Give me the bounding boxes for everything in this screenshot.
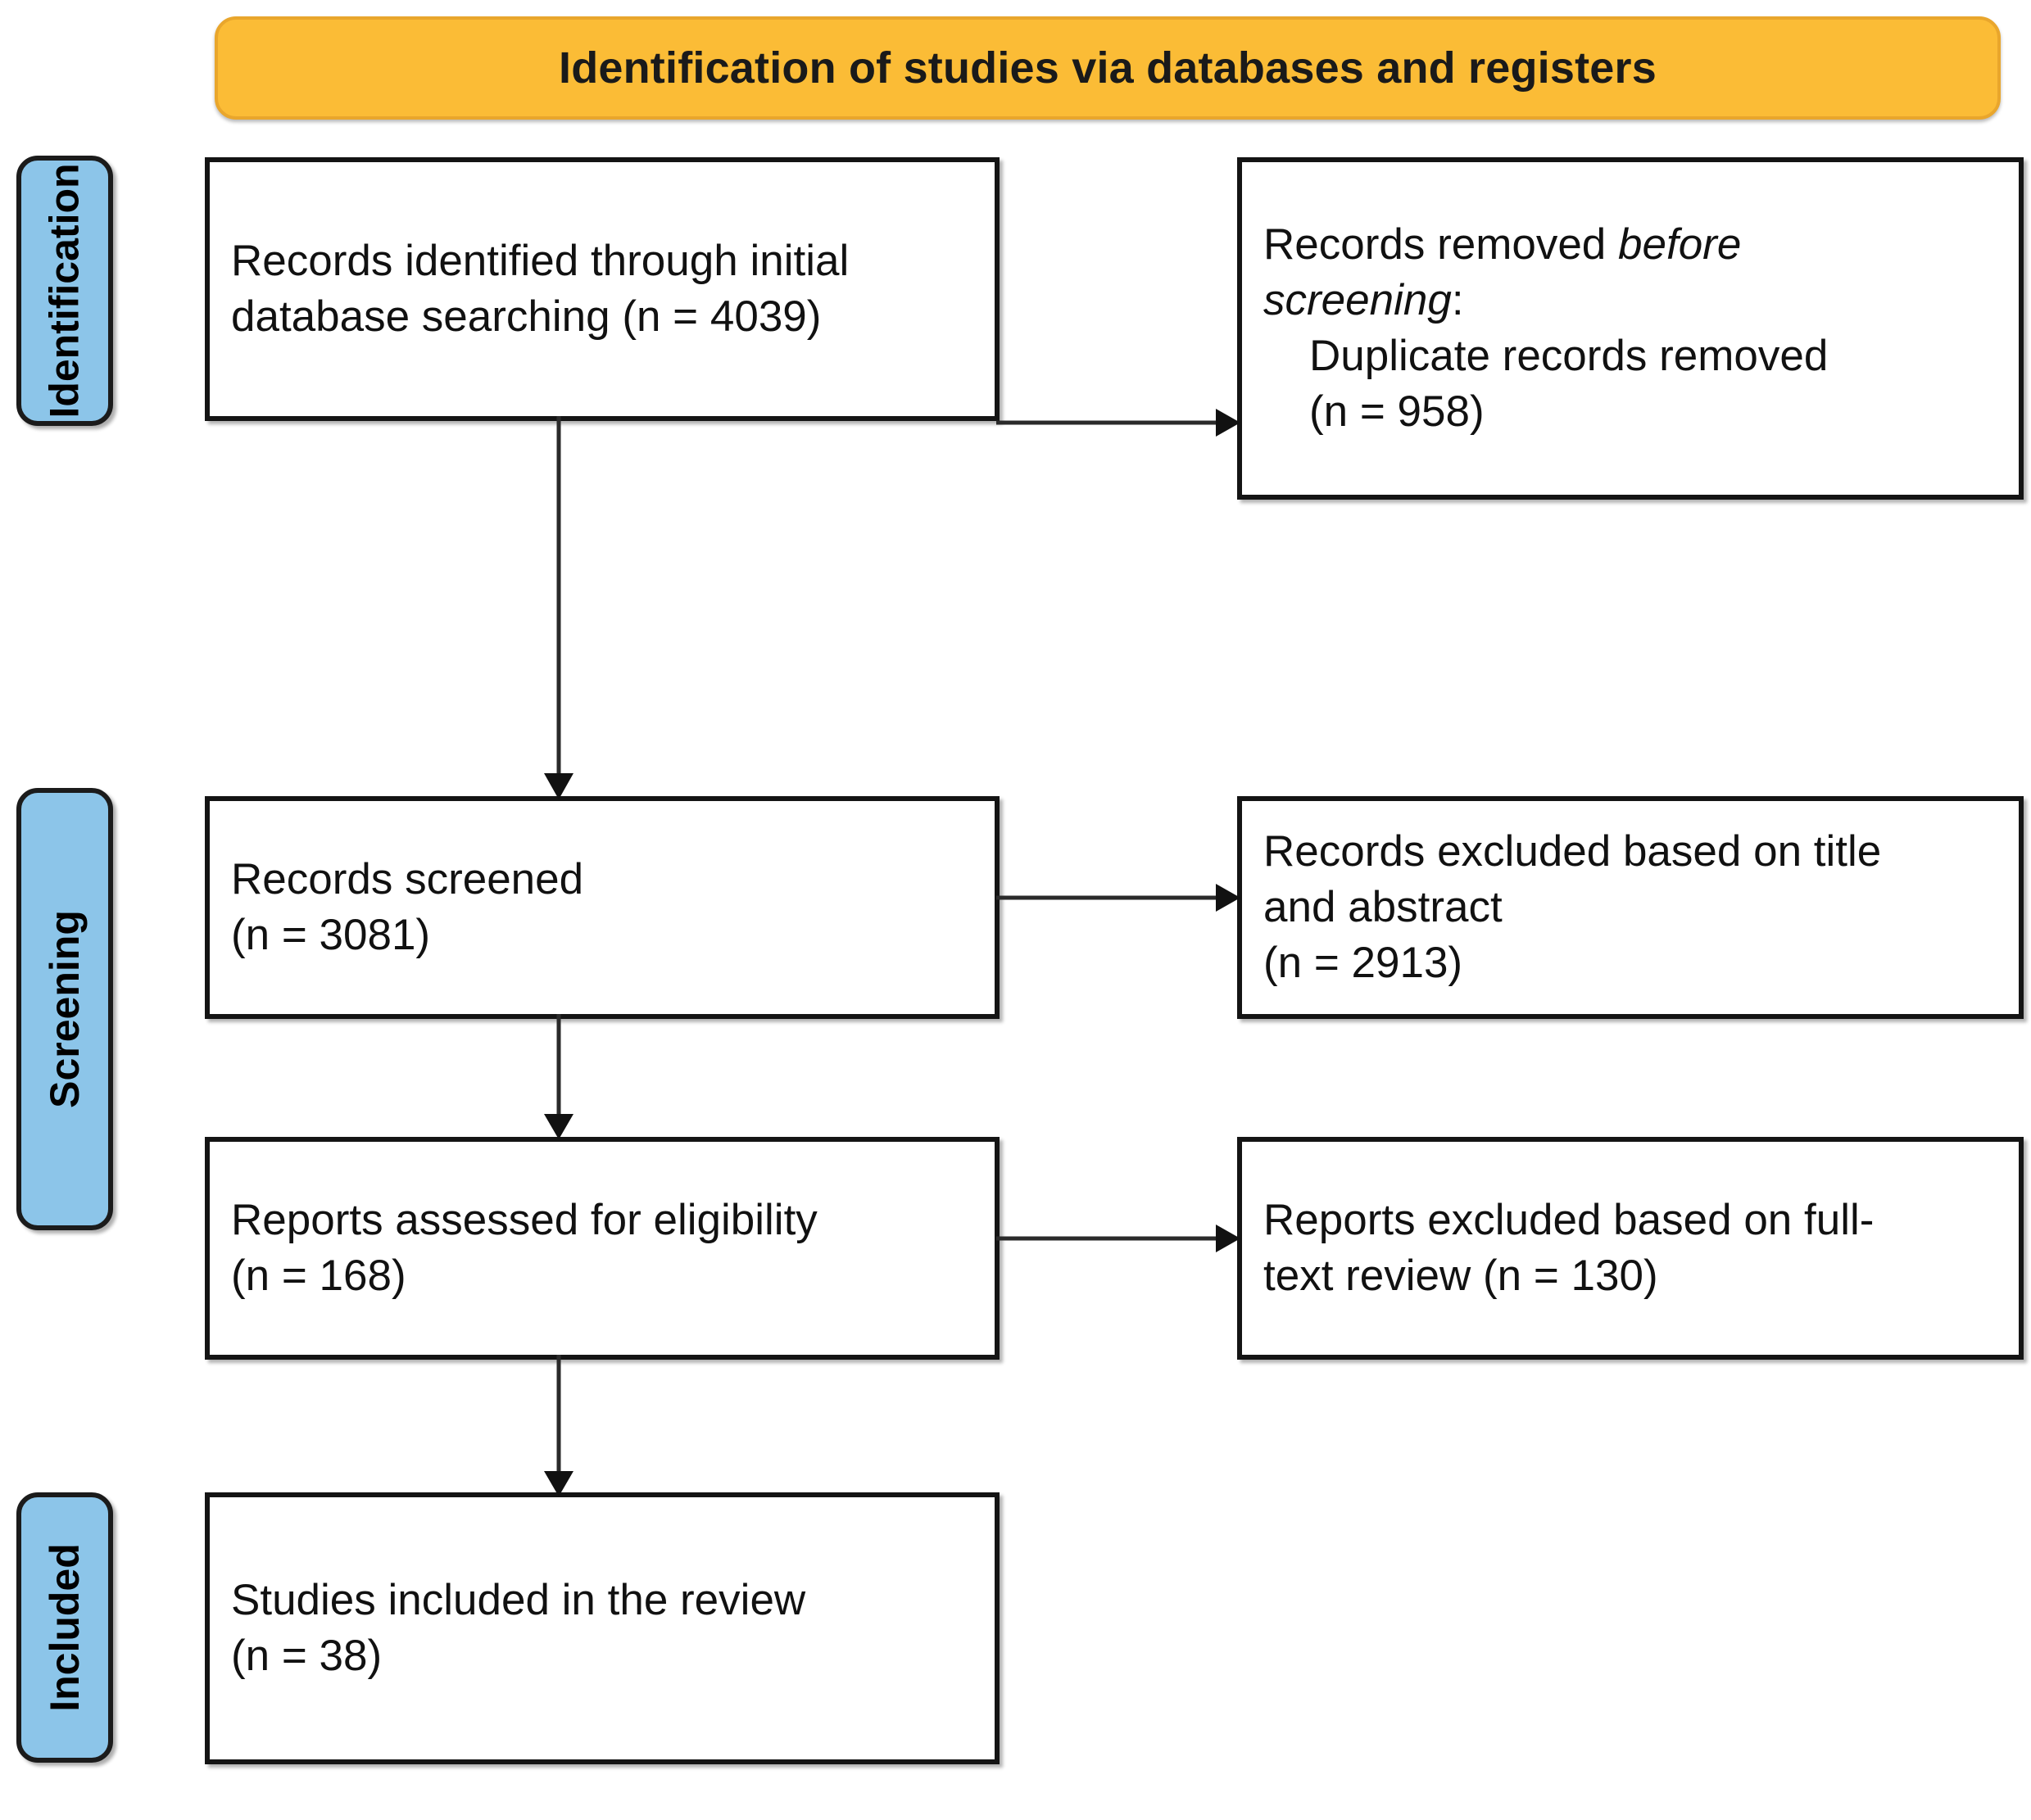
records-excluded-line3: (n = 2913) [1263,938,1463,987]
arrow-eligibility-to-included-icon [541,1355,577,1498]
arrow-screened-to-eligibility-icon [541,1014,577,1141]
box-records-identified-text: Records identified through initial datab… [210,233,995,345]
arrow-identified-to-screened-icon [541,416,577,801]
records-removed-detail-line2: (n = 958) [1309,387,1485,436]
stage-tab-identification-label: Identification [42,163,88,419]
studies-included-line1: Studies included in the review [231,1576,806,1625]
stage-tab-screening: Screening [16,788,113,1230]
box-reports-excluded-full-text-text: Reports excluded based on full- text rev… [1242,1193,2019,1304]
arrow-screened-to-excluded-icon [996,881,1242,914]
records-excluded-line2: and abstract [1263,883,1503,932]
box-reports-excluded-full-text: Reports excluded based on full- text rev… [1237,1137,2024,1360]
studies-included-line2: (n = 38) [231,1632,383,1680]
records-removed-lead: Records removed [1263,220,1619,269]
stage-tab-included: Included [16,1492,113,1763]
stage-tab-identification: Identification [16,156,113,426]
box-records-removed-before-screening: Records removed before screening: Duplic… [1237,157,2024,500]
box-records-screened-text: Records screened (n = 3081) [210,852,995,963]
box-reports-assessed-eligibility: Reports assessed for eligibility (n = 16… [205,1137,1000,1360]
box-records-excluded-title-abstract-text: Records excluded based on title and abst… [1242,824,2019,990]
box-reports-assessed-eligibility-text: Reports assessed for eligibility (n = 16… [210,1193,995,1304]
stage-tab-screening-label: Screening [42,910,88,1108]
records-removed-italic-before: before [1618,220,1742,269]
diagram-header-banner: Identification of studies via databases … [215,16,2001,120]
box-records-screened: Records screened (n = 3081) [205,796,1000,1019]
records-removed-detail-line1: Duplicate records removed [1309,332,1829,380]
reports-eligibility-line1: Reports assessed for eligibility [231,1196,818,1245]
reports-excluded-line1: Reports excluded based on full- [1263,1196,1875,1245]
arrow-eligibility-to-excluded-icon [996,1222,1242,1255]
box-records-identified: Records identified through initial datab… [205,157,1000,421]
stage-tab-included-label: Included [42,1543,88,1712]
box-studies-included-text: Studies included in the review (n = 38) [210,1573,995,1684]
box-records-excluded-title-abstract: Records excluded based on title and abst… [1237,796,2024,1019]
reports-excluded-line2: text review (n = 130) [1263,1252,1658,1300]
records-screened-line1: Records screened [231,855,584,904]
records-removed-colon: : [1451,276,1464,325]
records-excluded-line1: Records excluded based on title [1263,827,1882,876]
arrow-identified-to-removed-icon [996,406,1242,439]
box-studies-included: Studies included in the review (n = 38) [205,1492,1000,1764]
records-identified-line1: Records identified through initial [231,237,850,286]
reports-eligibility-line2: (n = 168) [231,1252,406,1300]
box-records-removed-text: Records removed before screening: Duplic… [1242,217,2019,439]
records-removed-italic-screening: screening [1263,276,1452,325]
records-identified-line2: database searching (n = 4039) [231,292,822,341]
diagram-title: Identification of studies via databases … [559,43,1657,93]
records-screened-line2: (n = 3081) [231,911,431,959]
